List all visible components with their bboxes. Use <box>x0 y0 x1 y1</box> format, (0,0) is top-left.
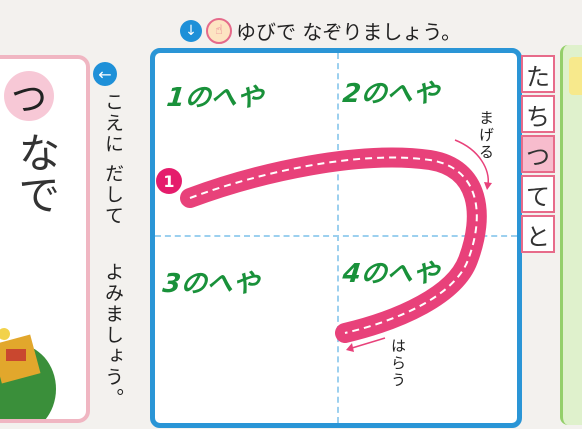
illustration <box>0 328 56 419</box>
curve-arrow <box>454 139 489 186</box>
kana-cell-ta[interactable]: た <box>521 55 555 93</box>
stroke-number-badge: 1 <box>156 168 182 194</box>
down-arrow-icon: ↓ <box>180 19 202 42</box>
finger-icon: ☝ <box>206 17 232 44</box>
side-instruction-line1: こえに だして <box>102 92 124 227</box>
next-page-edge <box>560 45 582 425</box>
kana-cell-chi[interactable]: ち <box>521 95 555 133</box>
instruction-header: ↓ ☝ ゆびで なぞりましょう。 <box>180 16 461 45</box>
previous-lesson-card: つ なで <box>0 55 90 423</box>
curve-label: まげる <box>477 110 495 161</box>
horizontal-guide <box>155 235 517 237</box>
sweep-label: はらう <box>389 338 407 389</box>
kana-cell-te[interactable]: て <box>521 175 555 213</box>
stroke-guide-dashes <box>189 156 478 334</box>
next-page-tab <box>569 57 582 95</box>
tracing-board: 1のへや 2のへや 3のへや 4のへや <box>150 48 522 428</box>
kana-cell-tsu[interactable]: つ <box>521 135 555 173</box>
kana-column: た ち つ て と <box>521 55 555 255</box>
left-arrow-icon[interactable]: ← <box>93 62 117 86</box>
previous-char-badge: つ <box>4 71 54 121</box>
side-instruction-line2: よみましょう。 <box>102 262 124 409</box>
vertical-guide <box>337 53 339 423</box>
previous-card-text: なで <box>12 131 61 215</box>
stroke-path[interactable] <box>180 147 487 343</box>
instruction-text: ゆびで なぞりましょう。 <box>236 20 462 44</box>
sweep-arrowhead <box>346 343 354 352</box>
kana-cell-to[interactable]: と <box>521 215 555 253</box>
curve-arrowhead <box>484 182 492 190</box>
sweep-arrow <box>351 337 386 349</box>
